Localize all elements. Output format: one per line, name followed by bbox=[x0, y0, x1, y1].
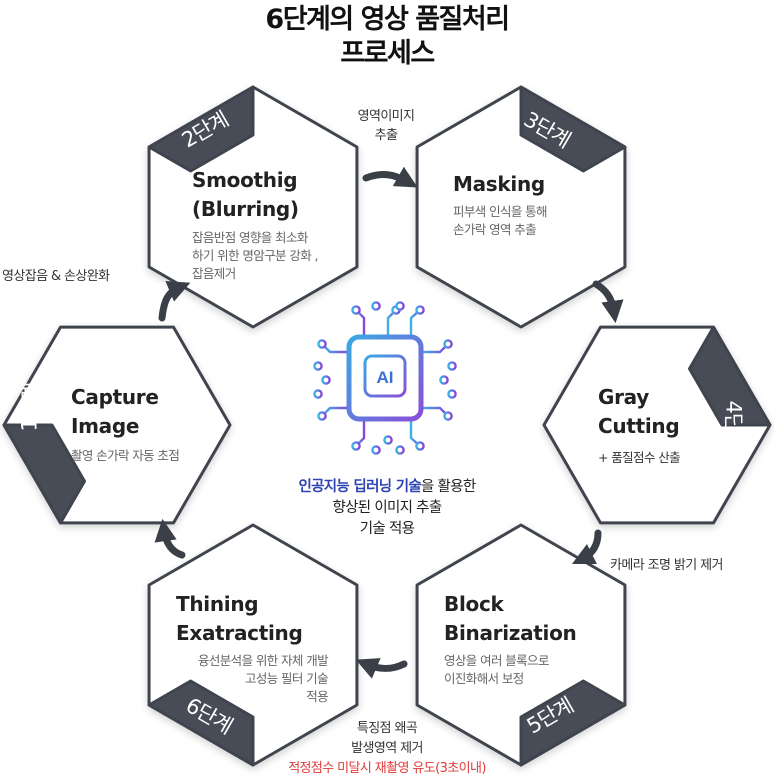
circuit-node bbox=[395, 301, 405, 311]
stage-1-desc: 촬영 손가락 자동 초점 bbox=[71, 448, 180, 463]
circuit-node bbox=[447, 389, 457, 399]
arrow-5-to-6 bbox=[355, 658, 408, 679]
page-title: 6단계의 영상 품질처리 bbox=[265, 4, 510, 35]
circuit-node bbox=[371, 301, 381, 311]
center-caption-line3: 기술 적용 bbox=[359, 521, 415, 537]
page-title-line2: 프로세스 bbox=[340, 38, 435, 69]
stage-2-desc-line3: 잡음제거 bbox=[192, 266, 236, 281]
stage-2-desc-line2: 하기 위한 명암구분 강화 , bbox=[192, 248, 318, 263]
circuit-node bbox=[395, 445, 405, 455]
transition-label-2-3-line2: 추출 bbox=[374, 128, 398, 143]
center-caption-highlight: 인공지능 딥러닝 기술 bbox=[298, 479, 422, 495]
stage-4-hexagon bbox=[542, 325, 772, 525]
stage-4-badge: 4단계 bbox=[721, 400, 746, 450]
arrow-1-to-2 bbox=[158, 280, 191, 322]
stage-6-hexagon bbox=[147, 523, 359, 767]
stage-2-title-line1: Smoothig bbox=[192, 168, 298, 192]
circuit-node bbox=[415, 441, 425, 451]
circuit-node bbox=[371, 445, 381, 455]
stage-6-title-line1: Thining bbox=[176, 592, 259, 616]
stage-1-badge-shape bbox=[2, 423, 86, 525]
transition-label-5-6-line2: 발생영역 제거 bbox=[351, 741, 423, 756]
circuit-node bbox=[439, 375, 449, 385]
circuit-node bbox=[313, 389, 323, 399]
stage-3-desc-line2: 손가락 영역 추출 bbox=[453, 222, 537, 237]
stage-6-desc-line2: 고성능 필터 기술 bbox=[244, 671, 329, 686]
stage-6-desc-line1: 융선분석을 위한 자체 개발 bbox=[197, 653, 329, 668]
ai-chip-label: AI bbox=[377, 368, 394, 387]
circuit-node bbox=[313, 361, 323, 371]
stage-5-hexagon bbox=[415, 523, 627, 767]
ai-chip-icon: AI bbox=[313, 301, 457, 455]
circuit-node bbox=[351, 441, 361, 451]
stage-4-title-line1: Gray bbox=[598, 385, 649, 409]
stage-3-desc-line1: 피부색 인식을 통해 bbox=[453, 204, 548, 219]
center-caption-rest: 을 활용한 bbox=[420, 479, 476, 495]
stage-6-badge-shape bbox=[147, 679, 255, 767]
stage-4-title-line2: Cutting bbox=[598, 414, 680, 438]
stage-5-desc-line1: 영상을 여러 블록으로 bbox=[444, 653, 549, 668]
stage-3-title: Masking bbox=[453, 172, 545, 196]
stage-6-desc-line3: 적용 bbox=[306, 689, 328, 704]
circuit-node bbox=[317, 411, 327, 421]
circuit-node bbox=[351, 305, 361, 315]
center-caption-line1: 인공지능 딥러닝 기술을 활용한 bbox=[250, 477, 524, 498]
circuit-node bbox=[443, 339, 453, 349]
circuit-node bbox=[383, 435, 393, 445]
circuit-node bbox=[317, 339, 327, 349]
stage-5-title-line2: Binarization bbox=[444, 621, 577, 645]
stage-2-hexagon bbox=[147, 85, 359, 329]
stage-4-badge-shape bbox=[688, 325, 772, 427]
arrow-4-to-5 bbox=[571, 529, 602, 565]
stage-6-title-line2: Exatracting bbox=[176, 621, 303, 645]
transition-label-2-3-line1: 영역이미지 bbox=[357, 109, 415, 124]
center-caption-line2: 향상된 이미지 추출 bbox=[332, 500, 443, 516]
transition-label-4-5: 카메라 조명 밝기 제거 bbox=[610, 558, 723, 573]
stage-2-badge-shape bbox=[147, 85, 255, 173]
arrow-2-to-3 bbox=[362, 166, 418, 188]
stage-1-hexagon bbox=[2, 325, 232, 525]
arrow-3-to-4 bbox=[592, 280, 624, 324]
stage-3-hexagon bbox=[415, 85, 627, 329]
stage-2-desc-line1: 잡음반점 영향을 최소화 bbox=[192, 230, 308, 245]
stage-1-title-line1: Capture bbox=[71, 385, 159, 409]
circuit-node bbox=[321, 375, 331, 385]
stage-5-desc-line2: 이진화해서 보정 bbox=[444, 671, 524, 686]
circuit-node bbox=[415, 305, 425, 315]
stage-3-badge-shape bbox=[519, 85, 627, 173]
stage-2-title-line2: (Blurring) bbox=[192, 197, 299, 221]
stage-1-badge: 1단계 bbox=[17, 382, 42, 432]
retake-warning: 적정점수 미달시 재촬영 유도(3초이내) bbox=[288, 761, 486, 776]
circuit-node bbox=[447, 361, 457, 371]
stage-4-desc: + 품질점수 산출 bbox=[598, 450, 681, 465]
transition-label-5-6-line1: 특징점 왜곡 bbox=[356, 721, 418, 736]
circuit-node bbox=[443, 411, 453, 421]
stage-1-title-line2: Image bbox=[71, 414, 140, 438]
transition-label-1-2: 영상잡음 & 손상완화 bbox=[2, 269, 110, 284]
stage-5-badge-shape bbox=[519, 679, 627, 767]
stage-5-title-line1: Block bbox=[444, 592, 504, 616]
arrow-6-to-1 bbox=[154, 518, 186, 559]
